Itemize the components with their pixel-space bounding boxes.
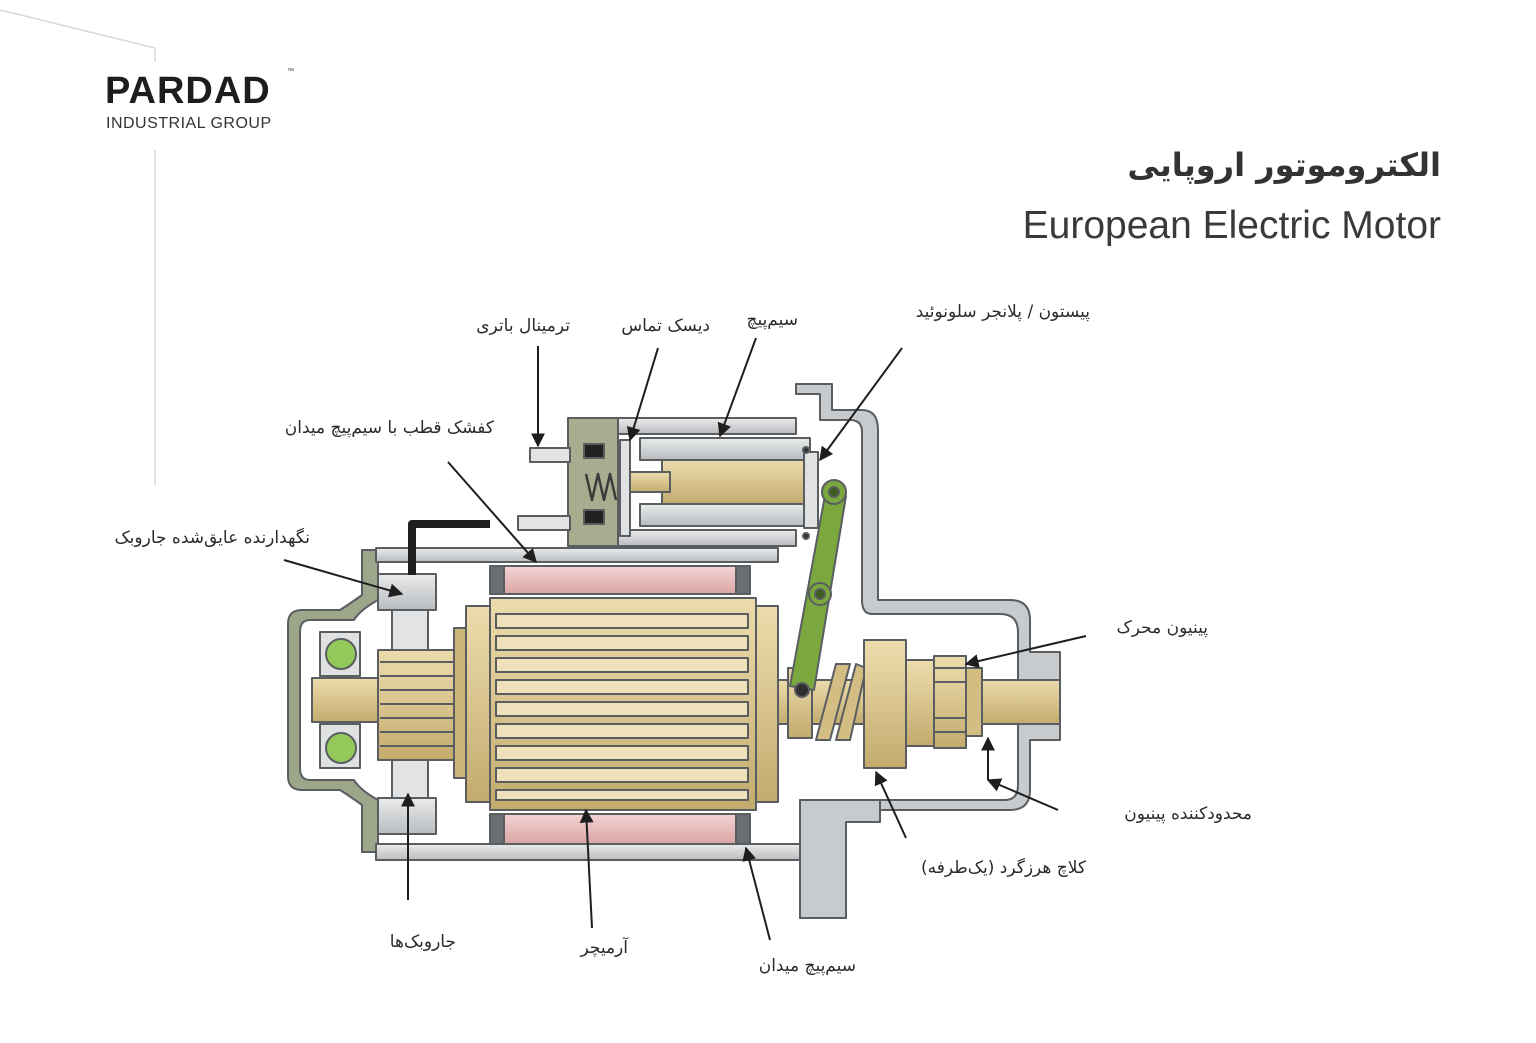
label-drive-pinion: پینیون محرک xyxy=(1116,618,1208,638)
label-solenoid-plunger: پیستون / پلانجر سلونوئید xyxy=(915,302,1090,322)
label-overrunning-clutch: کلاچ هرزگرد (یک‌طرفه) xyxy=(921,858,1086,878)
tie-rod-top xyxy=(375,547,779,563)
arrow-pole-shoe xyxy=(447,461,537,564)
arrow-solenoid-coil xyxy=(717,337,757,438)
label-solenoid-coil: سیم‌پیچ xyxy=(746,310,798,330)
wire xyxy=(408,520,490,575)
battery-terminal-bolt-top xyxy=(529,447,571,463)
arrow-drive-pinion xyxy=(964,635,1087,668)
commutator xyxy=(377,649,457,761)
page-title-english: European Electric Motor xyxy=(1022,204,1441,247)
label-brushes: جاروبک‌ها xyxy=(389,932,456,952)
field-winding-bottom xyxy=(495,813,745,845)
brand-subtitle: INDUSTRIAL GROUP xyxy=(106,115,272,132)
arrow-pinion-stop xyxy=(986,778,1059,811)
label-pole-shoe: کفشک قطب با سیم‌پیچ میدان xyxy=(284,418,494,438)
label-armature: آرمیچر xyxy=(580,938,628,958)
clutch-body xyxy=(863,639,907,769)
brand-logo: PARDAD xyxy=(105,70,271,112)
trademark-mark: ™ xyxy=(287,68,294,75)
label-contact-disc: دیسک تماس xyxy=(621,316,710,336)
pinion-gear xyxy=(933,655,967,749)
arrow-armature xyxy=(579,808,594,929)
label-arrows xyxy=(283,337,1087,941)
label-battery-terminal: ترمینال باتری xyxy=(476,316,570,336)
arrow-solenoid-plunger xyxy=(819,347,903,462)
solenoid xyxy=(517,417,819,547)
bearing-ball-top xyxy=(325,638,357,670)
bearing-ball-bottom xyxy=(325,732,357,764)
label-brush-holder: نگهدارنده عایق‌شده جاروبک xyxy=(114,528,310,548)
arrow-field-winding xyxy=(742,846,771,941)
solenoid-spring xyxy=(584,472,618,502)
contact-disc-plate xyxy=(619,439,631,537)
mounting-flange xyxy=(799,799,881,919)
brush-holder-top xyxy=(377,573,437,611)
field-winding-top xyxy=(495,565,745,595)
armature-core xyxy=(465,597,779,811)
shift-lever xyxy=(789,479,847,698)
drive-end-housing xyxy=(795,383,1061,919)
arrow-overrunning-clutch xyxy=(874,770,907,839)
solenoid-plunger-body xyxy=(661,459,805,505)
pinion-stop-ring xyxy=(965,667,983,737)
decorative-frame-lines xyxy=(0,9,156,485)
motor-illustration xyxy=(287,383,1061,919)
page-title-persian: الکتروموتور اروپایی xyxy=(1127,146,1441,184)
label-field-winding: سیم‌پیچ میدان xyxy=(758,956,856,976)
battery-terminal-bolt-bottom xyxy=(517,515,571,531)
arrow-brush-holder xyxy=(283,559,404,598)
label-pinion-stop: محدودکننده پینیون xyxy=(1124,804,1252,824)
arrow-contact-disc xyxy=(626,347,659,442)
